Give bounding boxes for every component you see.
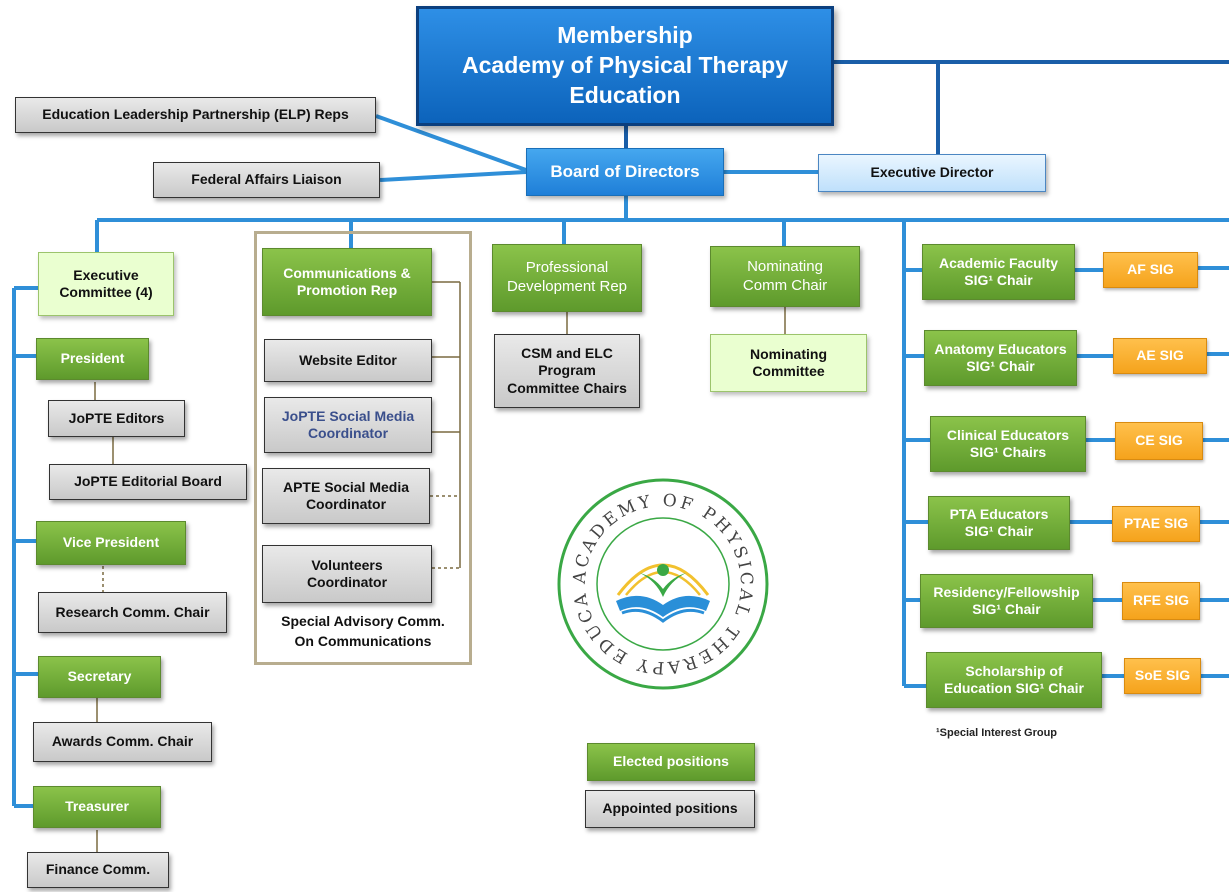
- logo-figure-head: [657, 564, 669, 576]
- finance-comm: Finance Comm.: [27, 852, 169, 888]
- logo-book: [616, 595, 710, 617]
- sig-footnote: ¹Special Interest Group: [936, 727, 1058, 739]
- legend-appointed: Appointed positions: [585, 790, 755, 828]
- website-editor: Website Editor: [264, 339, 432, 382]
- jopte-editorial-board: JoPTE Editorial Board: [49, 464, 247, 500]
- sig-chair-scholarship-of-education: Scholarship of Education SIG¹ Chair: [926, 652, 1102, 708]
- apte-logo: ACADEMY OF PHYSICAL THERAPY EDUCATION: [556, 477, 769, 690]
- sig-chair-residency-fellowship: Residency/Fellowship SIG¹ Chair: [920, 574, 1093, 628]
- federal-affairs-liaison: Federal Affairs Liaison: [153, 162, 380, 198]
- federal-connector: [379, 170, 527, 182]
- sig-chair-clinical-educators: Clinical Educators SIG¹ Chairs: [930, 416, 1086, 472]
- executive-director: Executive Director: [818, 154, 1046, 192]
- communications-rep: Communications & Promotion Rep: [262, 248, 432, 316]
- nominating-comm-chair: Nominating Comm Chair: [710, 246, 860, 307]
- president: President: [36, 338, 149, 380]
- treasurer: Treasurer: [33, 786, 161, 828]
- sig-tag-af: AF SIG: [1103, 252, 1198, 288]
- csm-elc-program-chairs: CSM and ELC Program Committee Chairs: [494, 334, 640, 408]
- secretary: Secretary: [38, 656, 161, 698]
- elp-reps: Education Leadership Partnership (ELP) R…: [15, 97, 376, 133]
- nominating-committee: Nominating Committee: [710, 334, 867, 392]
- sig-chair-academic-faculty: Academic Faculty SIG¹ Chair: [922, 244, 1075, 300]
- professional-development-rep: Professional Development Rep: [492, 244, 642, 312]
- elp-connector: [375, 114, 527, 172]
- board-of-directors: Board of Directors: [526, 148, 724, 196]
- volunteers-coordinator: Volunteers Coordinator: [262, 545, 432, 603]
- research-comm-chair: Research Comm. Chair: [38, 592, 227, 633]
- vice-president: Vice President: [36, 521, 186, 565]
- jopte-editors: JoPTE Editors: [48, 400, 185, 437]
- sig-chair-anatomy-educators: Anatomy Educators SIG¹ Chair: [924, 330, 1077, 386]
- executive-committee: Executive Committee (4): [38, 252, 174, 316]
- sig-tag-rfe: RFE SIG: [1122, 582, 1200, 620]
- membership-title: Membership Academy of Physical Therapy E…: [416, 6, 834, 126]
- legend-elected: Elected positions: [587, 743, 755, 781]
- communications-group-frame: [254, 231, 472, 665]
- sig-chair-pta-educators: PTA Educators SIG¹ Chair: [928, 496, 1070, 550]
- special-advisory-committee-label: Special Advisory Comm. On Communications: [281, 613, 445, 649]
- sig-tag-ae: AE SIG: [1113, 338, 1207, 374]
- sig-tag-soe: SoE SIG: [1124, 658, 1201, 694]
- logo-figure-body: [640, 573, 686, 597]
- sig-tag-ptae: PTAE SIG: [1112, 506, 1200, 542]
- awards-comm-chair: Awards Comm. Chair: [33, 722, 212, 762]
- sig-tag-ce: CE SIG: [1115, 422, 1203, 460]
- apte-social-media-coordinator: APTE Social Media Coordinator: [262, 468, 430, 524]
- jopte-social-media-coordinator: JoPTE Social Media Coordinator: [264, 397, 432, 453]
